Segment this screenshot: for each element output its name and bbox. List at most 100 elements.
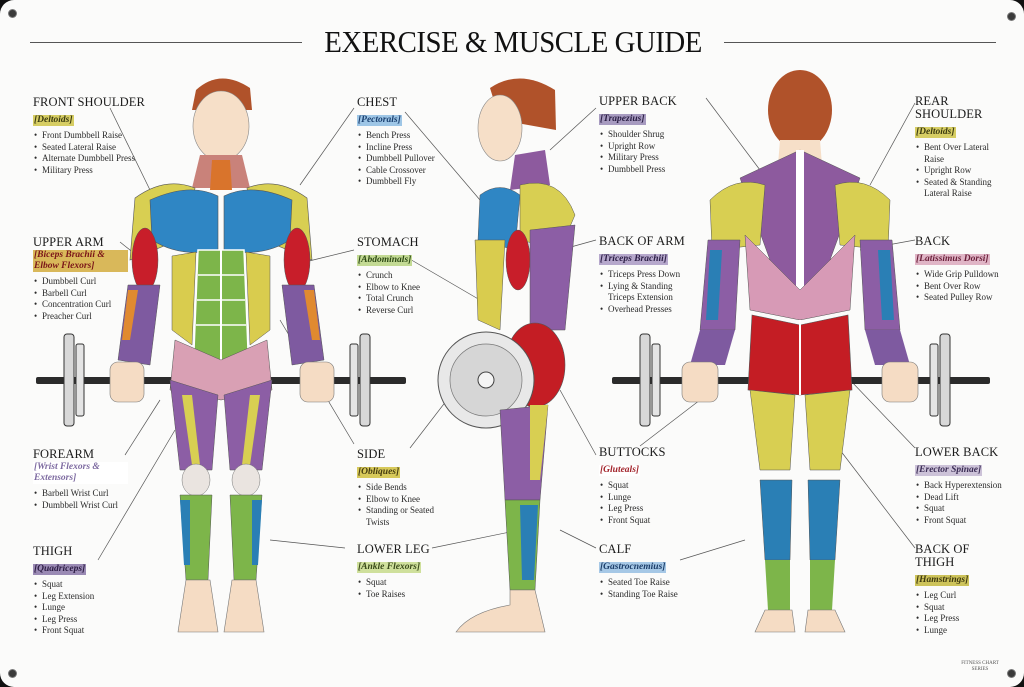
muscle-latin-name: [Obliques] [357, 467, 401, 478]
muscle-latin-name: [Latissimus Dorsi] [915, 254, 990, 265]
exercise-item: Overhead Presses [599, 304, 699, 316]
exercise-item: Reverse Curl [357, 305, 452, 317]
exercise-list: Squat Lunge Leg Press Front Squat [599, 480, 689, 526]
muscle-group-title: LOWER BACK [915, 445, 999, 459]
exercise-item: Leg Press [33, 614, 128, 626]
exercise-list: Bent Over Lateral Raise Upright Row Seat… [915, 142, 1010, 200]
muscle-group-title: CHEST [357, 95, 398, 109]
exercise-item: Dumbbell Wrist Curl [33, 500, 128, 512]
label-upper-back: UPPER BACK [Trapezius] Shoulder Shrug Up… [599, 95, 704, 175]
label-lower-leg: LOWER LEG [Ankle Flexors] Squat Toe Rais… [357, 543, 447, 600]
muscle-group-title: BACK OF THIGH [915, 542, 970, 569]
muscle-group-title: BACK OF ARM [599, 234, 685, 248]
exercise-list: Barbell Wrist Curl Dumbbell Wrist Curl [33, 488, 128, 511]
exercise-item: Seated Pulley Row [915, 292, 1000, 304]
exercise-item: Dumbbell Fly [357, 176, 452, 188]
exercise-item: Seated Toe Raise [599, 577, 689, 589]
exercise-item: Leg Extension [33, 591, 128, 603]
muscle-group-title: LOWER LEG [357, 542, 430, 556]
publisher-logo: FITNESS CHART SERIES [961, 661, 999, 672]
exercise-item: Dumbbell Pullover [357, 153, 452, 165]
side-figure [437, 78, 576, 633]
exercise-item: Seated & Standing Lateral Raise [915, 177, 1010, 200]
exercise-item: Bench Press [357, 130, 452, 142]
muscle-latin-name: [Gastrocnemius] [599, 562, 667, 573]
muscle-latin-name: [Erector Spinae] [915, 465, 983, 476]
label-back-of-thigh: BACK OF THIGH [Hamstrings] Leg Curl Squa… [915, 543, 995, 636]
exercise-item: Dumbbell Press [599, 164, 704, 176]
exercise-item: Elbow to Knee [357, 494, 437, 506]
exercise-list: Seated Toe Raise Standing Toe Raise [599, 577, 689, 600]
exercise-item: Lunge [599, 492, 689, 504]
exercise-item: Standing or Seated Twists [357, 505, 437, 528]
muscle-latin-name: [Ankle Flexors] [357, 562, 422, 573]
screw-hole-icon [9, 670, 16, 677]
label-side: SIDE [Obliques] Side Bends Elbow to Knee… [357, 448, 437, 528]
muscle-group-title: UPPER BACK [599, 94, 677, 108]
exercise-item: Standing Toe Raise [599, 589, 689, 601]
label-forearm: FOREARM [Wrist Flexors & Extensors] Barb… [33, 448, 128, 511]
exercise-list: Crunch Elbow to Knee Total Crunch Revers… [357, 270, 452, 316]
label-thigh: THIGH [Quadriceps] Squat Leg Extension L… [33, 545, 128, 637]
back-figure [612, 70, 990, 633]
title-rule-left [30, 41, 302, 43]
exercise-item: Elbow to Knee [357, 282, 452, 294]
exercise-item: Military Press [599, 152, 704, 164]
muscle-latin-name: [Trapezius] [599, 114, 646, 125]
label-rear-shoulder: REAR SHOULDER [Deltoids] Bent Over Later… [915, 95, 1010, 200]
exercise-list: Dumbbell Curl Barbell Curl Concentration… [33, 276, 128, 322]
muscle-group-title: BACK [915, 234, 951, 248]
muscle-latin-name: [Biceps Brachii & Elbow Flexors] [33, 250, 128, 272]
label-buttocks: BUTTOCKS [Gluteals] Squat Lunge Leg Pres… [599, 446, 689, 526]
exercise-item: Leg Press [599, 503, 689, 515]
exercise-item: Alternate Dumbbell Press [33, 153, 153, 165]
muscle-latin-name: [Gluteals] [599, 465, 641, 476]
label-stomach: STOMACH [Abdominals] Crunch Elbow to Kne… [357, 236, 452, 316]
exercise-item: Squat [915, 503, 1010, 515]
muscle-group-title: BUTTOCKS [599, 445, 666, 459]
exercise-item: Upright Row [915, 165, 1010, 177]
exercise-item: Seated Lateral Raise [33, 142, 153, 154]
exercise-item: Side Bends [357, 482, 437, 494]
exercise-item: Dumbbell Curl [33, 276, 128, 288]
exercise-list: Squat Leg Extension Lunge Leg Press Fron… [33, 579, 128, 637]
exercise-item: Military Press [33, 165, 153, 177]
muscle-group-title: CALF [599, 542, 632, 556]
exercise-item: Shoulder Shrug [599, 129, 704, 141]
front-figure [36, 78, 406, 633]
muscle-latin-name: [Triceps Brachii] [599, 254, 668, 265]
label-back-of-arm: BACK OF ARM [Triceps Brachii] Triceps Pr… [599, 235, 699, 315]
screw-hole-icon [1008, 670, 1015, 677]
muscle-group-title: FRONT SHOULDER [33, 95, 145, 109]
label-calf: CALF [Gastrocnemius] Seated Toe Raise St… [599, 543, 689, 600]
muscle-group-title: REAR SHOULDER [915, 94, 983, 121]
muscle-latin-name: [Hamstrings] [915, 575, 970, 586]
muscle-latin-name: [Abdominals] [357, 255, 413, 266]
exercise-list: Back Hyperextension Dead Lift Squat Fron… [915, 480, 1010, 526]
exercise-item: Upright Row [599, 141, 704, 153]
exercise-item: Front Dumbbell Raise [33, 130, 153, 142]
screw-hole-icon [9, 10, 16, 17]
exercise-item: Bent Over Row [915, 281, 1000, 293]
exercise-item: Squat [357, 577, 447, 589]
exercise-item: Lunge [915, 625, 995, 637]
title-rule-right [724, 41, 997, 43]
label-lower-back: LOWER BACK [Erector Spinae] Back Hyperex… [915, 446, 1010, 526]
exercise-item: Front Squat [599, 515, 689, 527]
muscle-latin-name: [Pectorals] [357, 115, 402, 126]
screw-hole-icon [1008, 13, 1015, 20]
exercise-item: Crunch [357, 270, 452, 282]
muscle-group-title: STOMACH [357, 235, 419, 249]
muscle-group-title: THIGH [33, 544, 73, 558]
exercise-item: Barbell Wrist Curl [33, 488, 128, 500]
exercise-list: Shoulder Shrug Upright Row Military Pres… [599, 129, 704, 175]
exercise-item: Triceps Press Down [599, 269, 699, 281]
exercise-item: Incline Press [357, 142, 452, 154]
exercise-item: Leg Press [915, 613, 995, 625]
exercise-item: Bent Over Lateral Raise [915, 142, 1010, 165]
exercise-list: Triceps Press Down Lying & Standing Tric… [599, 269, 699, 315]
exercise-item: Squat [33, 579, 128, 591]
page-title: EXERCISE & MUSCLE GUIDE [324, 24, 702, 59]
